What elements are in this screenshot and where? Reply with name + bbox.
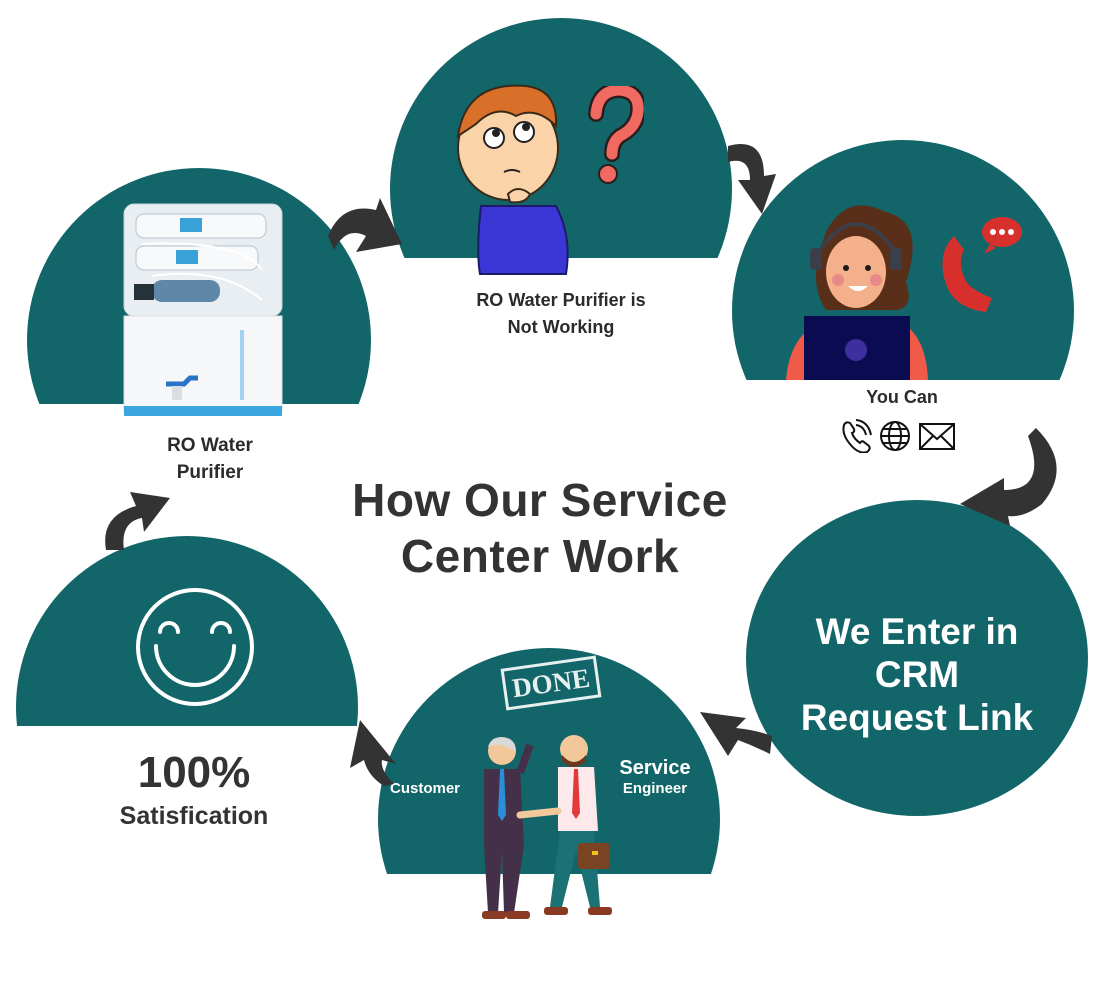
arrow-3-to-4-icon: [958, 426, 1064, 526]
call-center-agent-illustration: [786, 192, 936, 380]
handshake-illustration: [470, 735, 620, 921]
customer-label: Customer: [390, 780, 461, 797]
water-purifier-image: [122, 200, 284, 418]
label-line: Not Working: [507, 317, 615, 337]
arrow-5-to-6-icon: [350, 720, 396, 786]
label-line: Purifier: [176, 462, 244, 483]
phone-icon: [842, 419, 872, 454]
smiley-face-icon: [134, 586, 256, 708]
confused-boy-illustration: [446, 76, 586, 276]
arrow-6-to-1-icon: [100, 488, 172, 552]
step-ro-purifier-label: RO Water Purifier: [110, 432, 310, 486]
contact-icons: [840, 419, 960, 454]
question-mark-icon: [588, 81, 647, 186]
step-you-can-label: You Can: [866, 387, 938, 407]
arrow-2-to-3-icon: [724, 136, 780, 216]
title-line: Center Work: [400, 530, 680, 582]
step-satisfaction-disc: [16, 536, 358, 726]
label-line: CRM: [874, 654, 960, 695]
mail-icon: [919, 423, 955, 450]
label-line: Engineer: [622, 780, 688, 797]
arrow-4-to-5-icon: [694, 706, 774, 760]
title-line: How Our Service: [352, 474, 728, 526]
label-line: RO Water: [167, 435, 253, 456]
satisfaction-value: 100%: [137, 748, 251, 797]
step-done-disc: [378, 648, 720, 874]
satisfaction-label: Satisfication: [119, 802, 269, 830]
step-crm-disc: [746, 500, 1088, 816]
label-line: RO Water Purifier is: [476, 290, 646, 310]
step-crm-label: We Enter in CRM Request Link: [746, 610, 1088, 739]
phone-handset-icon: [934, 214, 1024, 314]
label-line: Request Link: [800, 697, 1034, 738]
label-line: We Enter in: [815, 611, 1019, 652]
arrow-1-to-2-icon: [322, 196, 406, 252]
step-not-working-label: RO Water Purifier is Not Working: [430, 287, 692, 341]
done-stamp-text: DONE: [510, 662, 592, 704]
page-title: How Our Service Center Work: [290, 472, 790, 584]
label-line: Service: [619, 757, 691, 779]
service-engineer-label: Service Engineer: [612, 756, 698, 798]
globe-icon: [880, 421, 910, 451]
